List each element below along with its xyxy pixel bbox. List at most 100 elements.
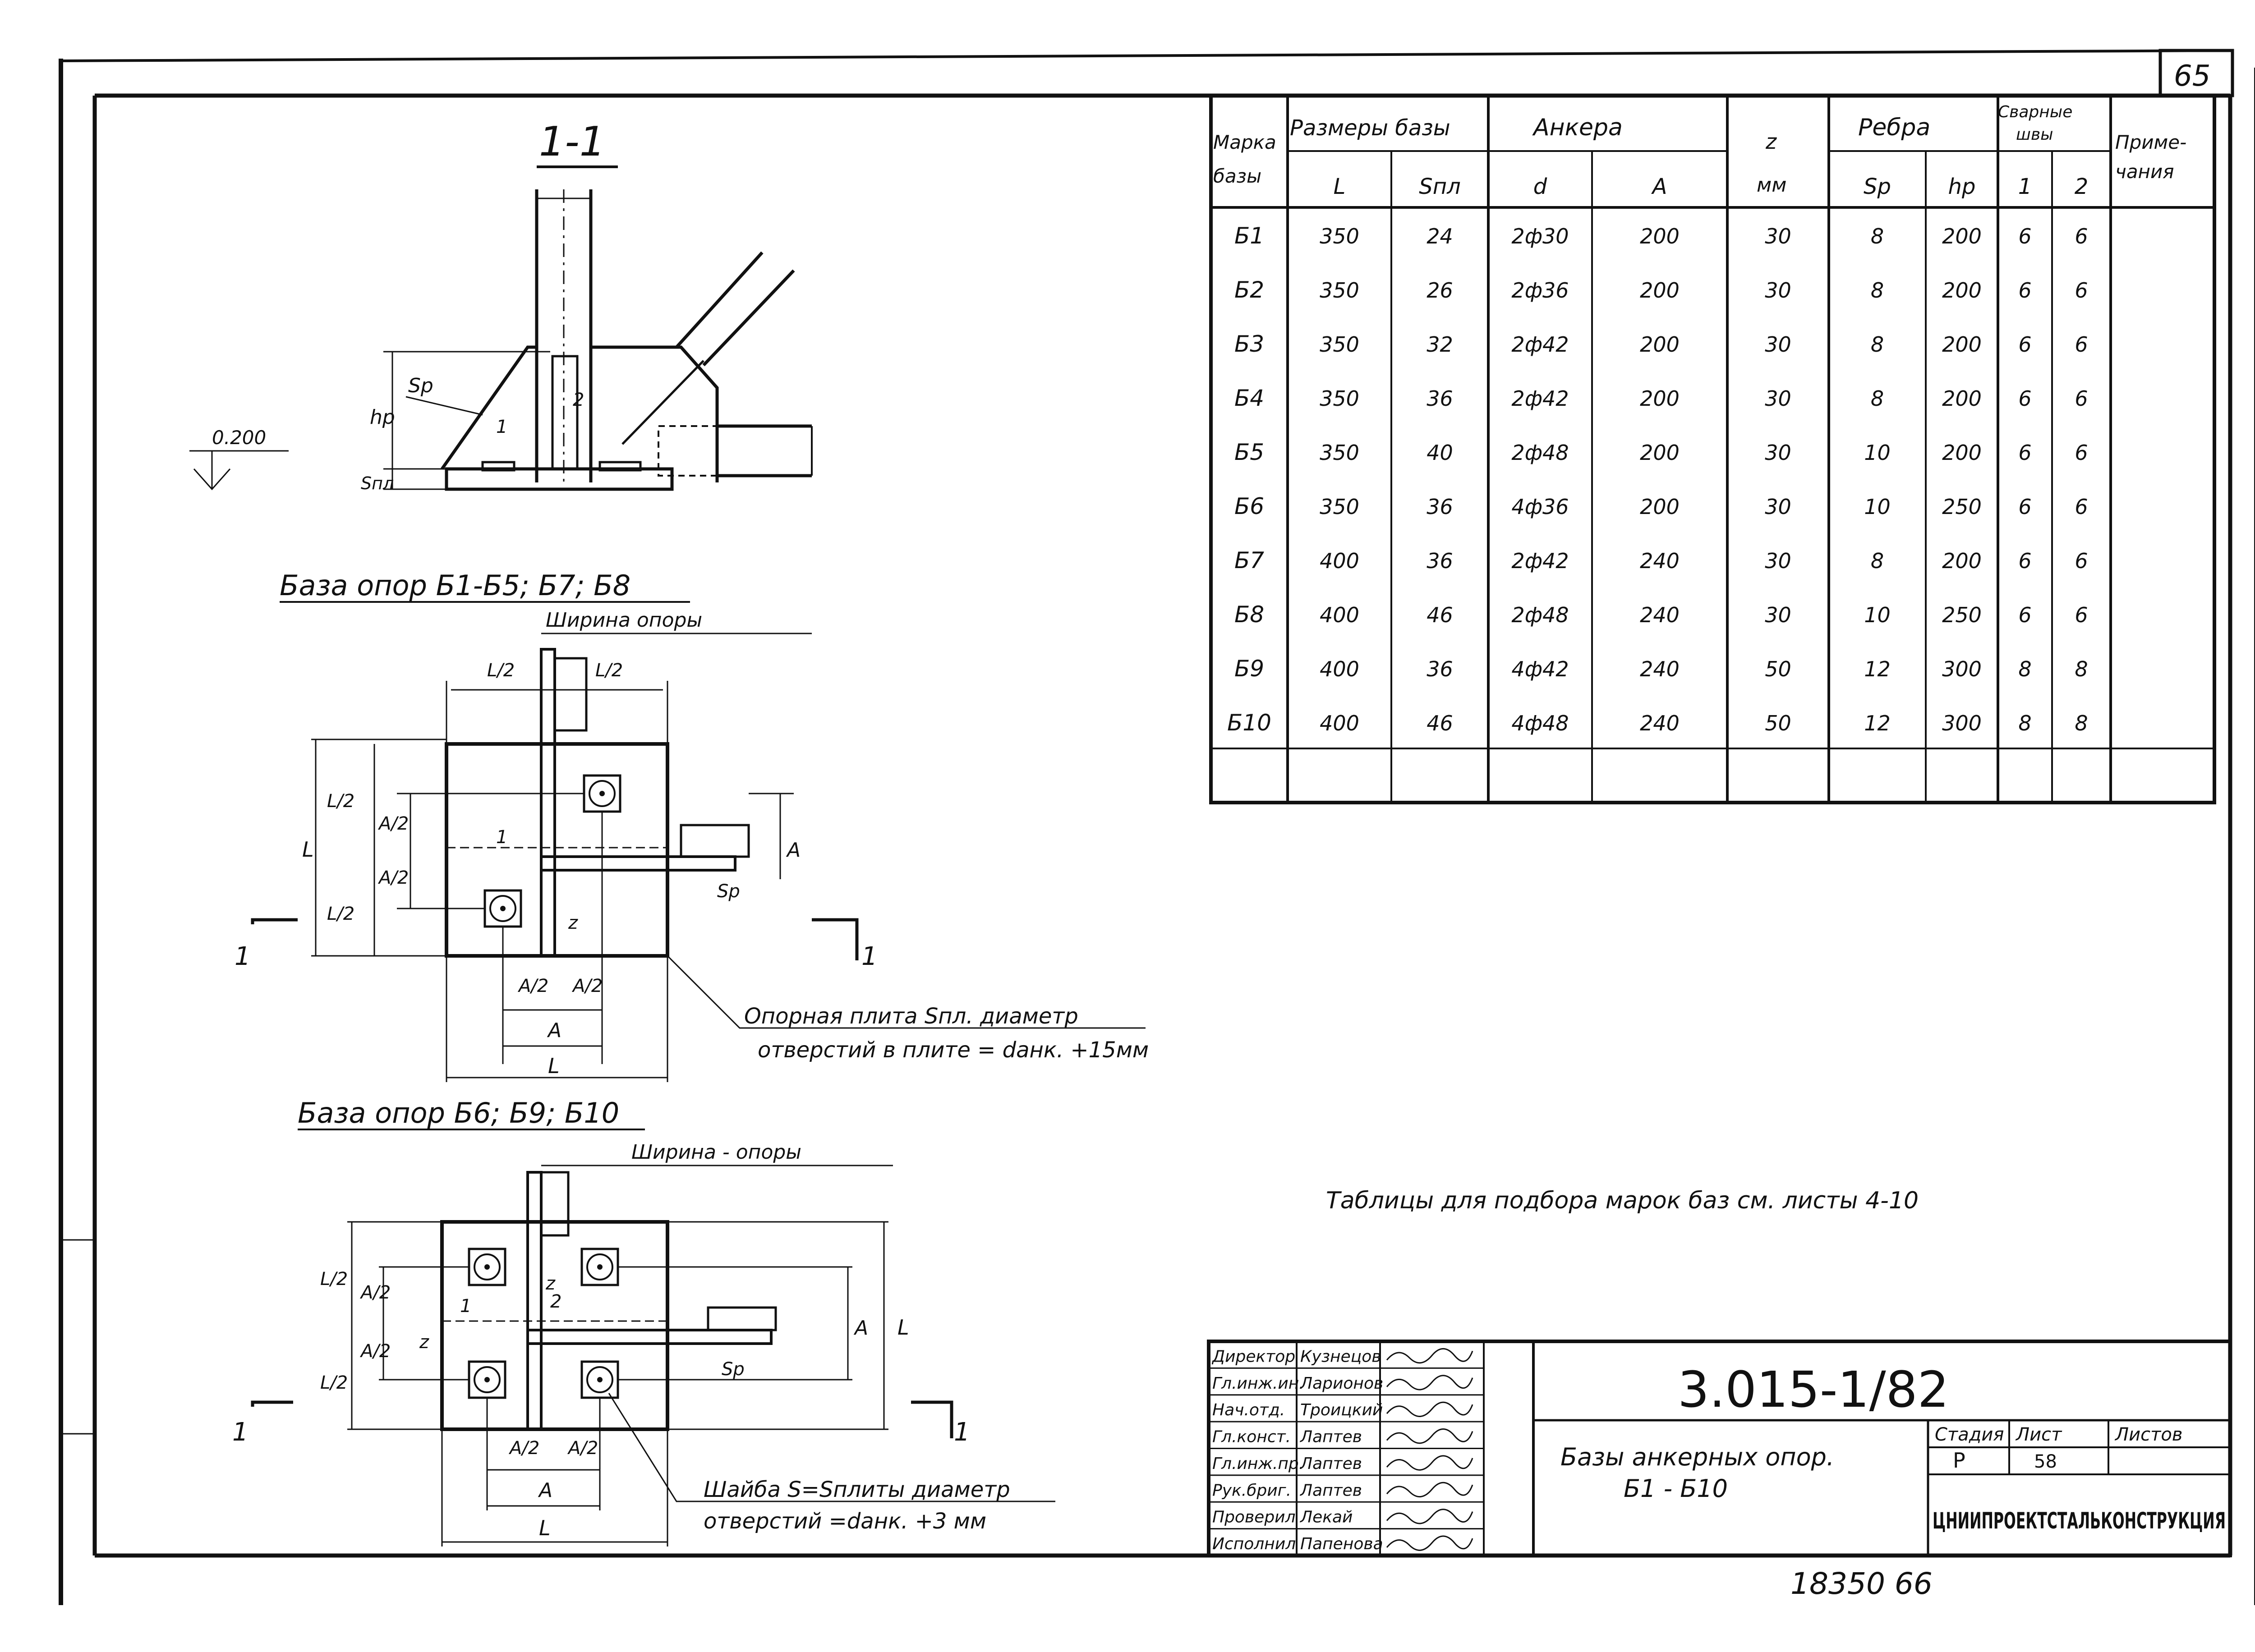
table-cell: 4ф48: [1511, 711, 1569, 735]
weld-1-label: 1: [496, 417, 507, 437]
table-cell: 240: [1640, 549, 1680, 573]
table-cell: 30: [1765, 603, 1791, 627]
hdr-ribs: Ребра: [1858, 114, 1930, 141]
table-cell: 30: [1765, 332, 1791, 357]
table-cell: 6: [2075, 332, 2088, 357]
plan-a-L-half-left-1: L/2: [327, 791, 354, 812]
table-cell: 2ф42: [1511, 386, 1569, 411]
plan-a-view: База опор Б1-Б5; Б7; Б8 Ширина опоры: [235, 569, 1149, 1082]
table-cell: Б5: [1234, 439, 1264, 465]
table-cell: 6: [2075, 278, 2088, 303]
doc-title-line2: Б1 - Б10: [1624, 1474, 1728, 1503]
staff-role: Гл.конст.: [1212, 1428, 1291, 1446]
hdr-notes-2: чания: [2115, 161, 2174, 183]
signature-scribble: [1386, 1535, 1473, 1551]
table-cell: 10: [1864, 441, 1891, 465]
table-cell: 2ф48: [1511, 603, 1569, 627]
table-cell: 6: [2075, 441, 2088, 465]
hdr-welds-2: швы: [2016, 125, 2053, 144]
subheader-5: hp: [1948, 174, 1976, 199]
table-cell: Б6: [1234, 493, 1264, 519]
plan-b-L-bottom: L: [539, 1516, 551, 1540]
plan-b-z-1: z: [545, 1273, 556, 1294]
table-cell: 8: [1871, 549, 1884, 573]
staff-role: Директор: [1211, 1347, 1295, 1366]
hdr-welds-1: Сварные: [1998, 103, 2072, 121]
table-cell: 200: [1640, 386, 1680, 411]
signature-scribble: [1386, 1482, 1473, 1498]
table-cell: 240: [1640, 711, 1680, 735]
plan-a-z: z: [568, 913, 578, 933]
anchor-bolt-b2: [580, 1248, 619, 1286]
signature-scribble: [1386, 1348, 1473, 1364]
plan-a-A-half-bottom-2: A/2: [571, 976, 603, 996]
table-cell: 200: [1640, 332, 1680, 357]
table-cell: 6: [2018, 224, 2031, 248]
table-grid: [1209, 94, 2216, 804]
table-cell: Б8: [1234, 601, 1264, 628]
table-cell: 8: [2018, 657, 2031, 681]
table-cell: 200: [1640, 224, 1680, 248]
table-cell: 200: [1942, 224, 1982, 248]
plan-a-weld1: 1: [496, 827, 507, 848]
staff-role: Гл.инж.пр.: [1212, 1455, 1304, 1473]
staff-role: Рук.бриг.: [1212, 1481, 1291, 1500]
staff-role: Исполнил: [1212, 1535, 1296, 1553]
plan-b-weld1: 1: [460, 1296, 471, 1317]
table-cell: 6: [2075, 495, 2088, 519]
table-cell: 4ф36: [1511, 495, 1569, 519]
plan-b-weld2: 2: [550, 1291, 561, 1312]
plan-a-L-vertical: L: [302, 837, 314, 862]
subheader-2: d: [1533, 174, 1547, 199]
table-cell: 6: [2075, 386, 2088, 411]
subheader-7: 2: [2075, 174, 2089, 199]
table-cell: 46: [1427, 711, 1453, 735]
staff-name: Ларионов: [1299, 1374, 1383, 1393]
sheet-label: Лист: [2015, 1424, 2062, 1445]
table-cell: 2ф30: [1511, 224, 1569, 248]
staff-role: Проверил: [1212, 1508, 1296, 1527]
hdr-anchors: Анкера: [1532, 114, 1623, 141]
plan-b-note-line1: Шайба S=Sплиты диаметр: [704, 1477, 1010, 1502]
table-cell: 6: [2018, 603, 2031, 627]
staff-name: Лаптев: [1299, 1455, 1362, 1473]
staff-name: Кузнецов: [1300, 1347, 1381, 1366]
signature-scribble: [1386, 1428, 1473, 1444]
table-cell: 350: [1320, 224, 1359, 248]
anchor-bolt-b1: [468, 1248, 506, 1286]
table-cell: 200: [1942, 386, 1982, 411]
plan-b-A-half-left-2: A/2: [359, 1341, 391, 1362]
table-cell: 6: [2075, 224, 2088, 248]
plan-a-note-line1: Опорная плита Sпл. диаметр: [744, 1004, 1078, 1029]
table-cell: 6: [2018, 549, 2031, 573]
sheet-value: 58: [2034, 1451, 2057, 1472]
table-cell: 50: [1765, 711, 1791, 735]
subheader-3: A: [1651, 174, 1667, 199]
table-cell: 8: [1871, 386, 1884, 411]
plan-b-support-width: Ширина - опоры: [631, 1141, 801, 1164]
table-cell: 24: [1427, 224, 1453, 248]
table-cell: 200: [1942, 332, 1982, 357]
plan-a-cut-right: 1: [861, 942, 878, 971]
table-cell: 36: [1427, 495, 1453, 519]
plan-b-L-right: L: [897, 1315, 909, 1340]
staff-name: Лаптев: [1299, 1428, 1362, 1446]
plan-a-sp: Sp: [717, 881, 740, 902]
table-cell: 200: [1942, 278, 1982, 303]
hdr-z-unit: мм: [1757, 174, 1786, 197]
section-1-1-view: 1-1 0.200 Sp hp: [189, 118, 813, 493]
staff-name: Лаптев: [1299, 1481, 1362, 1500]
table-cell: 400: [1320, 711, 1359, 735]
table-cell: 30: [1765, 278, 1791, 303]
table-cell: 36: [1427, 386, 1453, 411]
plan-a-L-bottom: L: [548, 1054, 560, 1078]
sheet-frame: [59, 49, 2255, 1605]
table-cell: 200: [1942, 549, 1982, 573]
table-cell: 350: [1320, 441, 1359, 465]
